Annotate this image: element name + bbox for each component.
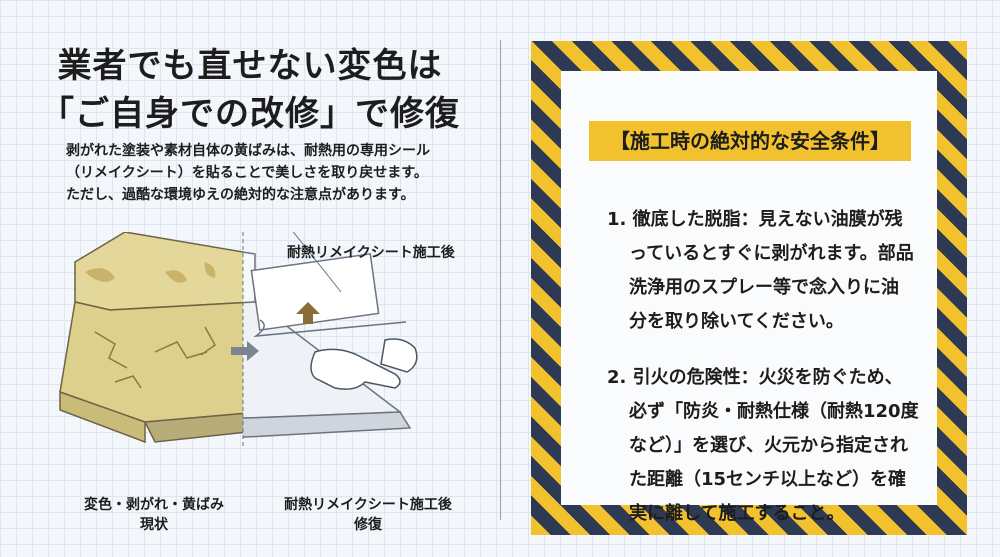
before-caption-line-2: 現状 — [140, 517, 168, 533]
intro-line-2: （リメイクシート）を貼ることで美しさを取り戻せます。 — [66, 165, 428, 181]
section-divider — [500, 40, 501, 520]
arrow-up-icon — [296, 302, 320, 324]
rule-1-line-4: 分を取り除いてください。 — [629, 311, 844, 332]
left-section: 業者でも直せない変色は 「ご自身での改修」で修復 剥がれた塗装や素材自体の黄ばみ… — [40, 46, 460, 533]
intro-line-1: 剥がれた塗装や素材自体の黄ばみは、耐熱用の専用シール — [66, 143, 430, 159]
safety-panel-title: 【施工時の絶対的な安全条件】 — [589, 121, 911, 161]
intro-line-3: ただし、過酷な環境ゆえの絶対的な注意点があります。 — [66, 187, 415, 203]
rule-1-line-3: 洗浄用のスプレー等で念入りに油 — [629, 277, 899, 298]
rule-2-line-2: 必ず「防炎・耐熱仕様（耐熱120度 — [629, 401, 919, 422]
rule-2-line-3: など）」を選び、火元から指定され — [629, 435, 908, 456]
arrow-right-icon — [231, 341, 259, 361]
rule-2-line-1: 2. 引火の危険性：火災を防ぐため、 — [607, 367, 903, 388]
rule-1-line-1: 1. 徹底した脱脂：見えない油膜が残 — [607, 209, 903, 230]
before-caption-line-1: 変色・剥がれ・黄ばみ — [84, 497, 224, 513]
after-caption-line-1: 耐熱リメイクシート施工後 — [284, 497, 452, 513]
safety-panel: 【施工時の絶対的な安全条件】 1. 徹底した脱脂：見えない油膜が残 っているとす… — [531, 41, 967, 535]
heading-line-1: 業者でも直せない変色は — [57, 46, 443, 86]
rule-2-line-5: 実に離して施工すること。 — [629, 503, 845, 524]
rule-2-line-4: た距離（15センチ以上など）を確 — [629, 469, 907, 490]
range-hood-icon — [59, 232, 412, 447]
callout-label: 耐熱リメイクシート施工後 — [287, 245, 455, 261]
hand-icon — [310, 338, 418, 390]
rule-1-line-2: っているとすぐに剥がれます。部品 — [629, 243, 914, 264]
after-caption-line-2: 修復 — [354, 517, 382, 533]
heading-line-2: 「ご自身での改修」で修復 — [40, 94, 460, 134]
safety-panel-content: 【施工時の絶対的な安全条件】 1. 徹底した脱脂：見えない油膜が残 っているとす… — [561, 71, 937, 524]
range-hood-illustration — [59, 232, 418, 447]
